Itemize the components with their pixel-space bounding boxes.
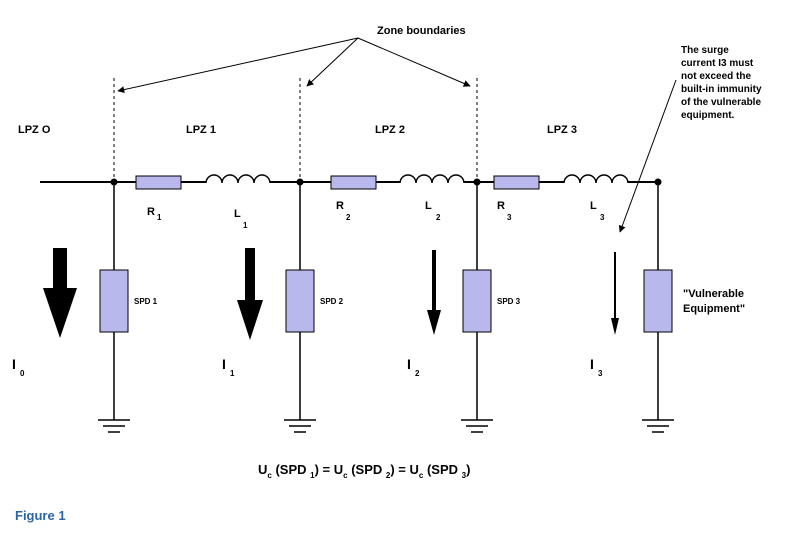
ground-symbol-4 <box>642 419 674 433</box>
protection-devices <box>99 269 673 333</box>
inductor-l3-sub: 3 <box>600 213 605 222</box>
ground-symbol-2 <box>284 419 316 433</box>
figure-caption: Figure 1 <box>15 508 66 523</box>
eq-part-3: ) = U <box>315 462 344 477</box>
zone-boundary-lines <box>113 78 478 182</box>
eq-sub-1: c <box>267 471 272 480</box>
resistors <box>135 175 540 190</box>
current-label-i0-sub: 0 <box>20 369 25 378</box>
zone-label-lpz1: LPZ 1 <box>186 124 216 136</box>
spd1-label: SPD 1 <box>134 297 158 306</box>
eq-part-4: (SPD <box>348 462 386 477</box>
inductor-l2-label: L <box>425 200 432 212</box>
eq-sub-2: 1 <box>310 471 315 480</box>
ground-symbol-3 <box>461 419 493 433</box>
current-arrow-i0 <box>43 248 77 338</box>
current-label-i3: I <box>590 356 594 372</box>
eq-sub-6: 3 <box>462 471 467 480</box>
current-label-i0: I <box>12 356 16 372</box>
vulnerable-equipment-box <box>643 269 673 333</box>
surge-note: The surge current I3 must not exceed the… <box>681 45 762 121</box>
branch-wires <box>113 182 659 420</box>
surge-note-line-2: current I3 must <box>681 58 754 69</box>
eq-sub-5: c <box>419 471 424 480</box>
current-label-i2: I <box>407 356 411 372</box>
current-arrow-i1 <box>237 248 263 340</box>
resistor-r2-label: R <box>336 200 344 212</box>
eq-part-2: (SPD <box>272 462 310 477</box>
vulnerable-label-line-1: "Vulnerable <box>683 288 744 300</box>
zone-label-lpz3: LPZ 3 <box>547 124 577 136</box>
zone-label-lpz2: LPZ 2 <box>375 124 405 136</box>
eq-part-1: U <box>258 462 267 477</box>
resistor-r3 <box>493 175 540 190</box>
inductor-l1-sub: 1 <box>243 221 248 230</box>
inductor-l1 <box>205 174 271 184</box>
current-arrow-i3 <box>611 252 619 335</box>
current-label-i1-sub: 1 <box>230 369 235 378</box>
surge-note-line-4: built-in immunity <box>681 84 762 95</box>
surge-note-line-3: not exceed the <box>681 71 751 82</box>
current-label-i2-sub: 2 <box>415 369 420 378</box>
current-label-i1: I <box>222 356 226 372</box>
resistor-r2 <box>330 175 377 190</box>
zone-boundary-arrows <box>117 37 471 94</box>
current-label-i3-sub: 3 <box>598 369 603 378</box>
eq-part-6: (SPD <box>423 462 461 477</box>
zone-label-lpz0: LPZ O <box>18 124 51 136</box>
spd3-box <box>462 269 492 333</box>
resistor-r1-sub: 1 <box>157 213 162 222</box>
inductor-l3 <box>563 174 629 184</box>
surge-note-line-5: of the vulnerable <box>681 97 761 108</box>
inductors <box>205 174 629 184</box>
resistor-r3-sub: 3 <box>507 213 512 222</box>
spd3-label: SPD 3 <box>497 297 521 306</box>
surge-note-line-6: equipment. <box>681 110 735 121</box>
spd1-box <box>99 269 129 333</box>
surge-protection-zone-diagram: Zone boundaries LPZ O LPZ 1 LPZ 2 LPZ 3 … <box>12 25 762 480</box>
resistor-r1 <box>135 175 182 190</box>
resistor-r3-label: R <box>497 200 505 212</box>
spd2-label: SPD 2 <box>320 297 344 306</box>
resistor-r1-label: R <box>147 206 155 218</box>
inductor-l3-label: L <box>590 200 597 212</box>
inductor-l2-sub: 2 <box>436 213 441 222</box>
current-arrow-i2 <box>427 250 441 335</box>
surge-note-line-1: The surge <box>681 45 729 56</box>
eq-sub-3: c <box>343 471 348 480</box>
surge-current-arrows <box>43 248 619 340</box>
surge-note-arrow <box>618 79 677 233</box>
eq-sub-4: 2 <box>386 471 391 480</box>
inductor-l2 <box>399 174 465 184</box>
ground-symbol-1 <box>98 419 130 433</box>
inductor-l1-label: L <box>234 208 241 220</box>
spd2-box <box>285 269 315 333</box>
voltage-equation: Uc (SPD 1) = Uc (SPD 2) = Uc (SPD 3) <box>258 462 470 480</box>
vulnerable-label-line-2: Equipment" <box>683 303 745 315</box>
ground-symbols <box>98 419 674 433</box>
zone-boundaries-label: Zone boundaries <box>377 25 466 37</box>
resistor-r2-sub: 2 <box>346 213 351 222</box>
eq-part-5: ) = U <box>390 462 419 477</box>
eq-part-7: ) <box>466 462 470 477</box>
